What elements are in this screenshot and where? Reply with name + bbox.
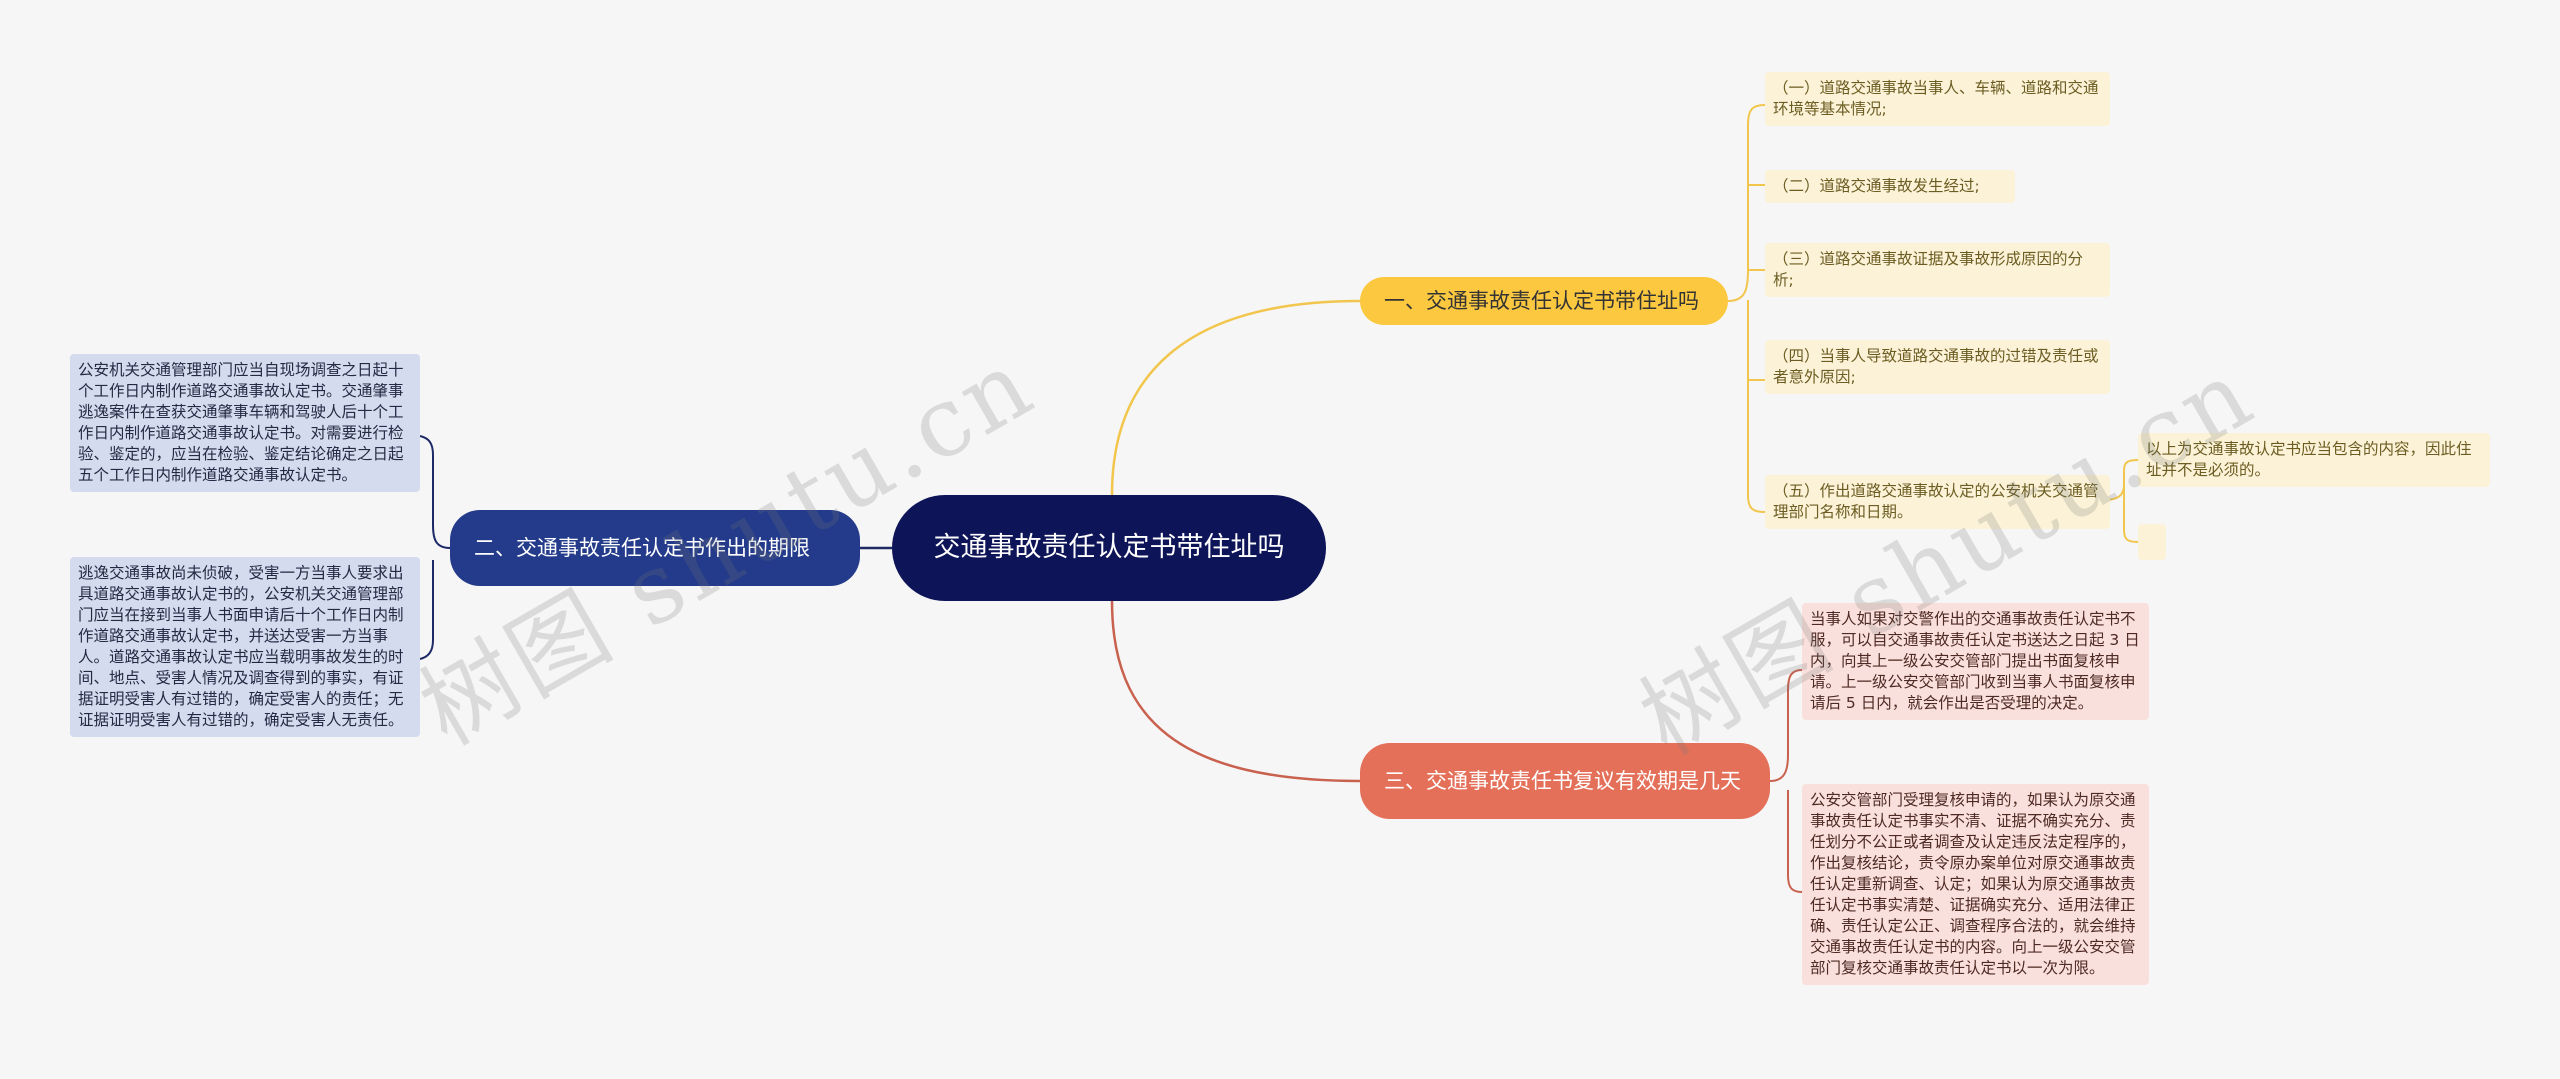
branch-1-leaf-5[interactable]: （五）作出道路交通事故认定的公安机关交通管理部门名称和日期。 xyxy=(1765,475,2110,529)
branch-3-leaf-2[interactable]: 公安交管部门受理复核申请的，如果认为原交通事故责任认定书事实不清、证据不确实充分… xyxy=(1802,784,2149,985)
branch-2-leaf-2-text: 逃逸交通事故尚未侦破，受害一方当事人要求出具道路交通事故认定书的，公安机关交通管… xyxy=(78,564,404,729)
branch-1-leaf-1-text: （一）道路交通事故当事人、车辆、道路和交通环境等基本情况; xyxy=(1773,79,2099,118)
branch-1-leaf-5-empty[interactable] xyxy=(2138,524,2166,560)
edge-l5-sub xyxy=(2104,459,2139,501)
branch-1-label: 一、交通事故责任认定书带住址吗 xyxy=(1384,289,1699,313)
root-topic-label: 交通事故责任认定书带住址吗 xyxy=(933,532,1285,563)
edge-b1-bracket xyxy=(1727,104,1766,302)
branch-1-leaf-5-text: （五）作出道路交通事故认定的公安机关交通管理部门名称和日期。 xyxy=(1773,482,2099,521)
branch-2-label: 二、交通事故责任认定书作出的期限 xyxy=(474,536,810,560)
branch-2-node[interactable]: 二、交通事故责任认定书作出的期限 xyxy=(450,510,860,586)
branch-1-leaf-5-note-text: 以上为交通事故认定书应当包含的内容，因此住址并不是必须的。 xyxy=(2146,440,2472,479)
edge-b3-bracket xyxy=(1769,669,1803,782)
branch-1-leaf-3[interactable]: （三）道路交通事故证据及事故形成原因的分析; xyxy=(1765,243,2110,297)
branch-3-leaf-2-text: 公安交管部门受理复核申请的，如果认为原交通事故责任认定书事实不清、证据不确实充分… xyxy=(1810,791,2136,977)
edge-l5-sub2 xyxy=(2123,485,2139,543)
edge-b3-bracket-low xyxy=(1787,790,1803,893)
branch-3-node[interactable]: 三、交通事故责任书复议有效期是几天 xyxy=(1360,743,1770,819)
branch-1-leaf-4[interactable]: （四）当事人导致道路交通事故的过错及责任或者意外原因; xyxy=(1765,340,2110,394)
branch-2-leaf-1-text: 公安机关交通管理部门应当自现场调查之日起十个工作日内制作道路交通事故认定书。交通… xyxy=(78,361,404,484)
edge-b1-bracket-low xyxy=(1747,300,1766,513)
branch-1-node[interactable]: 一、交通事故责任认定书带住址吗 xyxy=(1360,277,1728,325)
branch-1-leaf-2[interactable]: （二）道路交通事故发生经过; xyxy=(1765,170,2015,203)
branch-1-leaf-4-text: （四）当事人导致道路交通事故的过错及责任或者意外原因; xyxy=(1773,347,2099,386)
edge-b2-bracket-low xyxy=(419,560,434,660)
root-topic[interactable]: 交通事故责任认定书带住址吗 xyxy=(892,495,1326,601)
branch-3-label: 三、交通事故责任书复议有效期是几天 xyxy=(1384,769,1741,793)
branch-1-leaf-5-note[interactable]: 以上为交通事故认定书应当包含的内容，因此住址并不是必须的。 xyxy=(2138,433,2490,487)
edge-root-branch3 xyxy=(1110,600,1361,783)
branch-1-leaf-3-text: （三）道路交通事故证据及事故形成原因的分析; xyxy=(1773,250,2084,289)
branch-3-leaf-1-text: 当事人如果对交警作出的交通事故责任认定书不服，可以自交通事故责任认定书送达之日起… xyxy=(1810,610,2140,712)
branch-2-leaf-2[interactable]: 逃逸交通事故尚未侦破，受害一方当事人要求出具道路交通事故认定书的，公安机关交通管… xyxy=(70,557,420,737)
edge-root-branch1 xyxy=(1110,299,1361,496)
branch-3-leaf-1[interactable]: 当事人如果对交警作出的交通事故责任认定书不服，可以自交通事故责任认定书送达之日起… xyxy=(1802,603,2149,720)
branch-1-leaf-2-text: （二）道路交通事故发生经过; xyxy=(1773,177,1980,195)
branch-1-leaf-1[interactable]: （一）道路交通事故当事人、车辆、道路和交通环境等基本情况; xyxy=(1765,72,2110,126)
branch-2-leaf-1[interactable]: 公安机关交通管理部门应当自现场调查之日起十个工作日内制作道路交通事故认定书。交通… xyxy=(70,354,420,492)
edge-b2-bracket xyxy=(419,435,451,549)
